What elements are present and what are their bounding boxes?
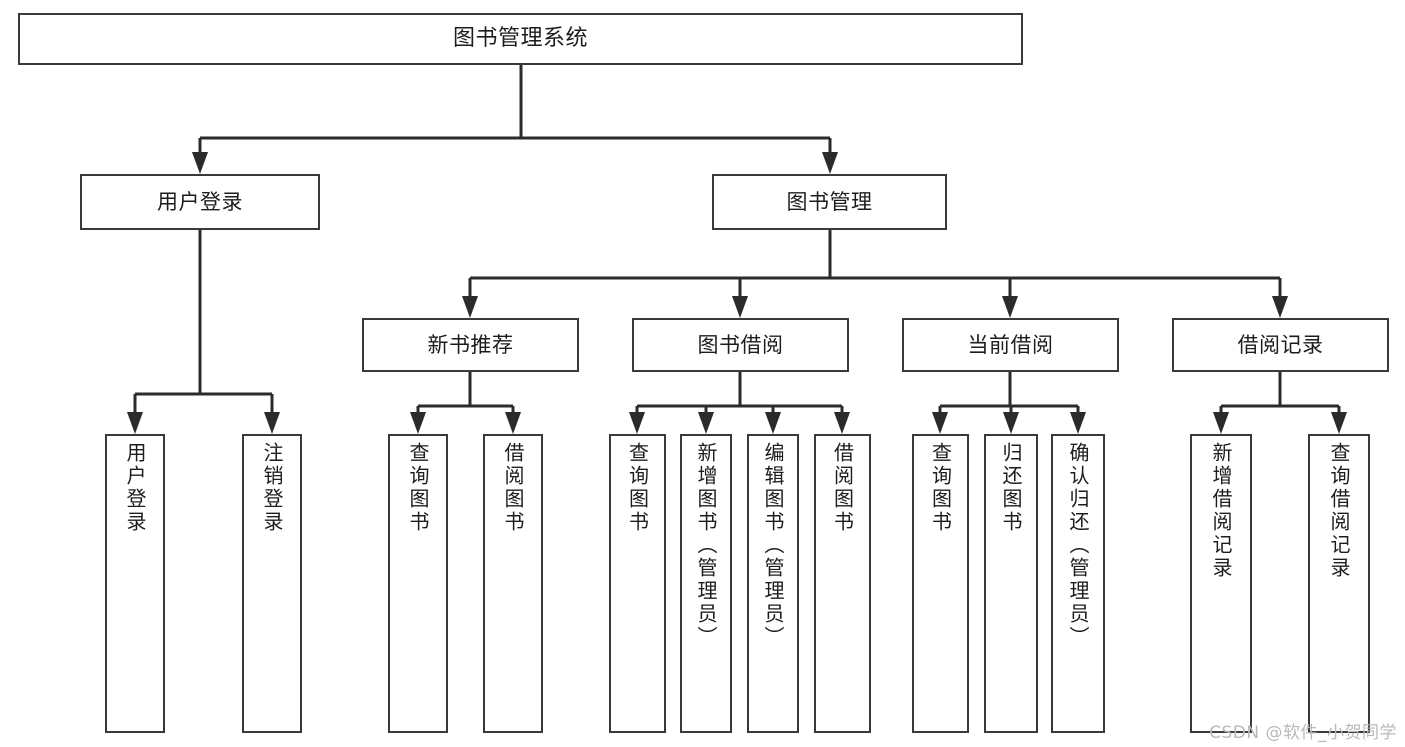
node-label-leaf-query-book-2: 查询图书 <box>625 442 650 534</box>
arrow-head-leaf-borrow-book-1 <box>505 412 521 434</box>
node-leaf-query-book-1[interactable]: 查询图书 <box>388 434 448 733</box>
node-leaf-add-record[interactable]: 新增借阅记录 <box>1190 434 1252 733</box>
node-label-leaf-confirm-return: 确认归还（管理员） <box>1066 442 1090 649</box>
node-borrow-record[interactable]: 借阅记录 <box>1172 318 1389 372</box>
node-leaf-query-book-2[interactable]: 查询图书 <box>609 434 666 733</box>
node-label-book-manage: 图书管理 <box>786 189 873 214</box>
arrow-head-leaf-query-record <box>1331 412 1347 434</box>
node-leaf-borrow-book-2[interactable]: 借阅图书 <box>814 434 871 733</box>
node-label-root: 图书管理系统 <box>452 26 588 52</box>
node-label-user-login: 用户登录 <box>157 189 243 214</box>
node-root[interactable]: 图书管理系统 <box>18 13 1023 65</box>
node-leaf-user-login[interactable]: 用户登录 <box>105 434 165 733</box>
node-book-manage[interactable]: 图书管理 <box>712 174 947 230</box>
arrow-head-leaf-return-book <box>1003 412 1019 434</box>
node-leaf-borrow-book-1[interactable]: 借阅图书 <box>483 434 543 733</box>
node-label-leaf-borrow-book-2: 借阅图书 <box>830 442 855 534</box>
arrow-head-leaf-user-login <box>127 412 143 434</box>
arrow-head-leaf-add-record <box>1213 412 1229 434</box>
arrow-head-book-borrow <box>732 296 748 318</box>
node-user-login[interactable]: 用户登录 <box>80 174 320 230</box>
node-label-book-borrow: 图书借阅 <box>697 332 784 357</box>
arrow-head-leaf-edit-book <box>765 412 781 434</box>
arrow-head-leaf-confirm-return <box>1070 412 1086 434</box>
node-label-leaf-edit-book: 编辑图书（管理员） <box>761 442 785 649</box>
node-leaf-logout[interactable]: 注销登录 <box>242 434 302 733</box>
node-label-new-book-recommend: 新书推荐 <box>427 332 514 357</box>
node-leaf-add-book[interactable]: 新增图书（管理员） <box>680 434 732 733</box>
node-label-leaf-query-book-3: 查询图书 <box>928 442 953 534</box>
arrow-head-leaf-logout <box>264 412 280 434</box>
node-label-borrow-record: 借阅记录 <box>1237 332 1324 357</box>
node-label-leaf-borrow-book-1: 借阅图书 <box>501 442 525 534</box>
arrow-head-leaf-query-book-1 <box>410 412 426 434</box>
arrow-head-leaf-query-book-2 <box>629 412 645 434</box>
arrow-head-new-book-recommend <box>462 296 478 318</box>
arrow-head-borrow-record <box>1272 296 1288 318</box>
arrow-head-current-borrow <box>1002 296 1018 318</box>
node-leaf-return-book[interactable]: 归还图书 <box>984 434 1038 733</box>
node-label-leaf-add-record: 新增借阅记录 <box>1209 442 1233 580</box>
node-label-leaf-query-record: 查询借阅记录 <box>1327 442 1351 580</box>
arrow-head-book-manage <box>822 152 838 174</box>
arrow-head-leaf-add-book <box>698 412 714 434</box>
arrow-head-user-login <box>192 152 208 174</box>
node-current-borrow[interactable]: 当前借阅 <box>902 318 1119 372</box>
node-leaf-confirm-return[interactable]: 确认归还（管理员） <box>1051 434 1105 733</box>
node-leaf-edit-book[interactable]: 编辑图书（管理员） <box>747 434 799 733</box>
node-label-leaf-add-book: 新增图书（管理员） <box>694 442 718 649</box>
node-book-borrow[interactable]: 图书借阅 <box>632 318 849 372</box>
arrow-head-leaf-borrow-book-2 <box>834 412 850 434</box>
node-new-book-recommend[interactable]: 新书推荐 <box>362 318 579 372</box>
node-label-current-borrow: 当前借阅 <box>967 332 1054 357</box>
node-leaf-query-book-3[interactable]: 查询图书 <box>912 434 969 733</box>
node-label-leaf-user-login: 用户登录 <box>123 442 147 534</box>
arrow-head-leaf-query-book-3 <box>932 412 948 434</box>
node-label-leaf-logout: 注销登录 <box>260 442 284 534</box>
node-label-leaf-return-book: 归还图书 <box>999 442 1023 534</box>
node-label-leaf-query-book-1: 查询图书 <box>406 442 430 534</box>
node-leaf-query-record[interactable]: 查询借阅记录 <box>1308 434 1370 733</box>
